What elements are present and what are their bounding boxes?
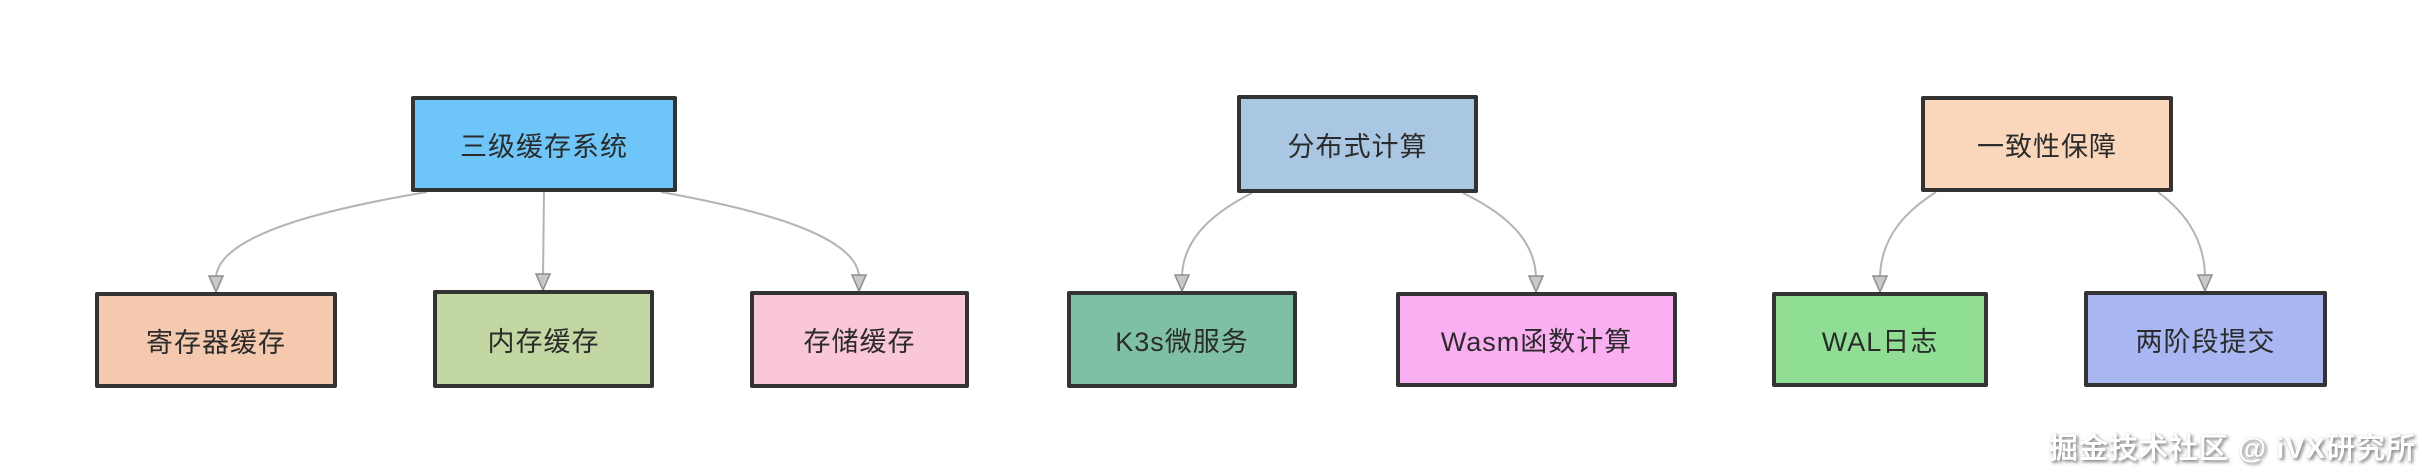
arrowhead-icon — [207, 275, 225, 294]
node-wal-log: WAL日志 — [1772, 292, 1988, 387]
arrowhead-icon — [534, 273, 552, 292]
node-cache-root: 三级缓存系统 — [411, 96, 677, 192]
node-two-phase-commit: 两阶段提交 — [2084, 291, 2327, 387]
connector-line — [215, 191, 428, 280]
node-memory-cache: 内存缓存 — [433, 290, 654, 388]
node-wasm-function: Wasm函数计算 — [1396, 292, 1677, 387]
connector-line — [660, 191, 860, 279]
connector-line — [1879, 191, 1937, 280]
node-consistency-root: 一致性保障 — [1921, 96, 2173, 192]
node-register-cache: 寄存器缓存 — [95, 292, 337, 388]
connector-line — [1181, 192, 1253, 279]
connector-line — [542, 191, 545, 278]
arrowhead-icon — [1173, 274, 1191, 293]
connector-line — [2157, 191, 2206, 279]
node-distributed-root: 分布式计算 — [1237, 95, 1478, 193]
arrowhead-icon — [1871, 275, 1889, 294]
connector-line — [1462, 192, 1537, 280]
arrowhead-icon — [850, 274, 868, 293]
node-k3s-microservice: K3s微服务 — [1067, 291, 1297, 388]
arrowhead-icon — [2196, 274, 2214, 293]
watermark: 掘金技术社区 @ iVX研究所 — [2048, 433, 2416, 465]
arrowhead-icon — [1527, 275, 1545, 294]
node-storage-cache: 存储缓存 — [750, 291, 969, 388]
